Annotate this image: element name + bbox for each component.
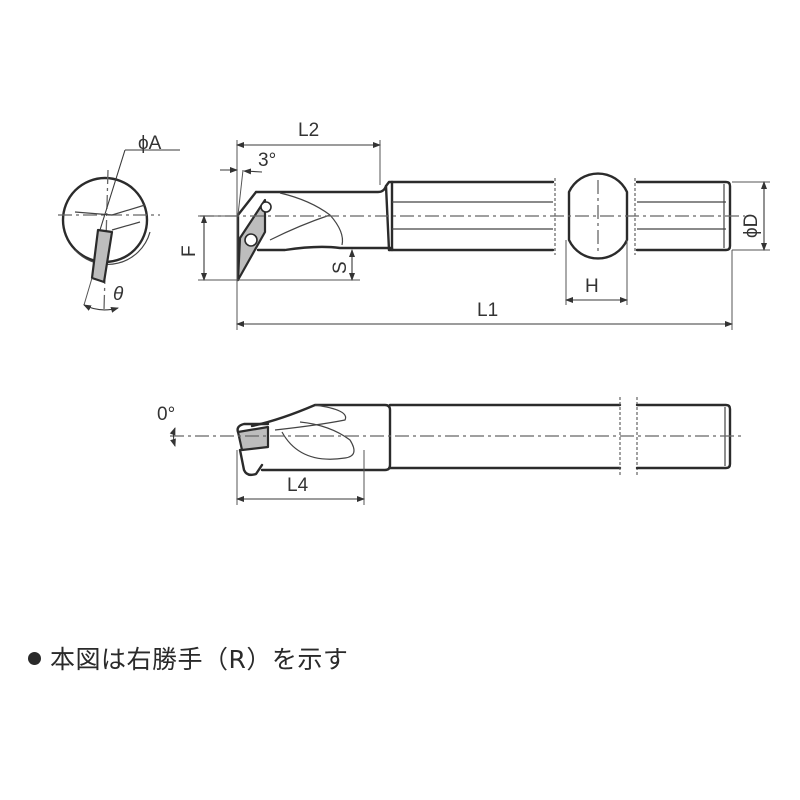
angle-3-ext	[237, 169, 244, 216]
h-label: H	[585, 276, 599, 297]
angle-0-label: 0°	[157, 404, 175, 425]
end-view-insert	[90, 228, 114, 284]
insert-screw-icon	[244, 233, 258, 247]
coolant-hole-icon	[260, 201, 272, 213]
bullet-icon	[28, 651, 41, 665]
end-view: ϕA θ	[58, 133, 180, 313]
theta-label: θ	[113, 284, 124, 305]
hand-note-text: 本図は右勝手（R）を示す	[50, 645, 349, 674]
phi-a-label: ϕA	[138, 133, 162, 154]
l2-label: L2	[298, 120, 319, 141]
side-neck-line	[384, 184, 391, 252]
chip-pocket-curve-1	[279, 192, 344, 246]
s-label: S	[330, 261, 351, 274]
f-label: F	[179, 245, 200, 257]
end-view-arc	[74, 231, 151, 266]
l1-label: L1	[477, 300, 498, 321]
top-chip-curve-2	[281, 421, 355, 460]
top-chip-curve-1	[274, 404, 347, 431]
angle-3-arrow-right	[243, 168, 263, 175]
angle-0-arc	[169, 427, 176, 447]
angle-3-label: 3°	[258, 150, 276, 171]
top-head-outline	[250, 403, 392, 472]
hand-note: 本図は右勝手（R）を示す	[28, 640, 348, 676]
top-nose-outline	[236, 422, 270, 477]
phi-a-leader	[99, 149, 126, 231]
l4-label: L4	[287, 475, 309, 496]
end-view-chord	[74, 204, 146, 216]
top-view: 0° L4	[157, 397, 745, 505]
side-view: L2 3° F S H ϕD L1	[179, 120, 770, 330]
side-head-outline	[236, 180, 555, 282]
end-view-rake	[111, 221, 141, 231]
theta-arc	[83, 304, 119, 313]
phi-d-label: ϕD	[741, 214, 762, 238]
chip-pocket-curve-2	[269, 214, 331, 241]
top-insert	[236, 425, 270, 452]
theta-ext-line	[83, 277, 93, 306]
